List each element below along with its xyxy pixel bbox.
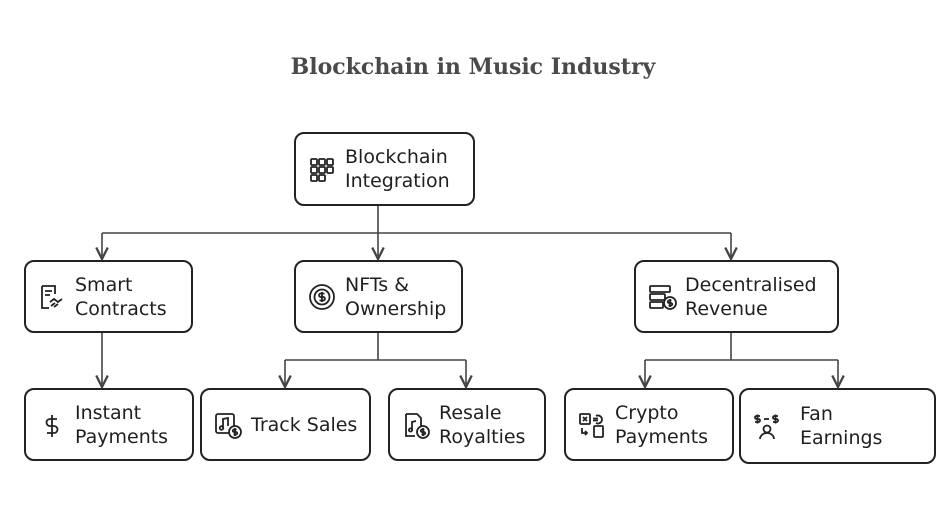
node-fan-earnings: Fan Earnings (739, 388, 936, 464)
node-track-sales: Track Sales (200, 388, 371, 461)
fan-dollar-icon (752, 411, 782, 441)
dollar-icon (37, 410, 67, 440)
node-instant-payments: Instant Payments (24, 388, 194, 461)
node-label: Instant Payments (75, 401, 169, 448)
crypto-exchange-icon (577, 410, 607, 440)
server-dollar-icon (647, 282, 677, 312)
contract-handshake-icon (37, 282, 67, 312)
music-file-dollar-icon (401, 410, 431, 440)
node-nfts-ownership: NFTs & Ownership (294, 260, 463, 333)
node-label: NFTs & Ownership (345, 273, 447, 320)
coin-cycle-icon (307, 282, 337, 312)
node-label: Resale Royalties (439, 401, 526, 448)
node-blockchain-integration: Blockchain Integration (294, 132, 475, 206)
music-dollar-icon (213, 410, 243, 440)
diagram-title: Blockchain in Music Industry (290, 54, 656, 80)
node-label: Decentralised Revenue (685, 273, 817, 320)
node-label: Fan Earnings (800, 403, 883, 449)
node-decentralised-revenue: Decentralised Revenue (634, 260, 839, 333)
node-resale-royalties: Resale Royalties (388, 388, 546, 461)
blocks-icon (307, 154, 337, 184)
node-label: Smart Contracts (75, 273, 167, 320)
node-label: Blockchain Integration (345, 146, 450, 192)
node-label: Crypto Payments (615, 401, 709, 448)
node-crypto-payments: Crypto Payments (564, 388, 734, 461)
node-label: Track Sales (251, 413, 358, 436)
node-smart-contracts: Smart Contracts (24, 260, 193, 333)
